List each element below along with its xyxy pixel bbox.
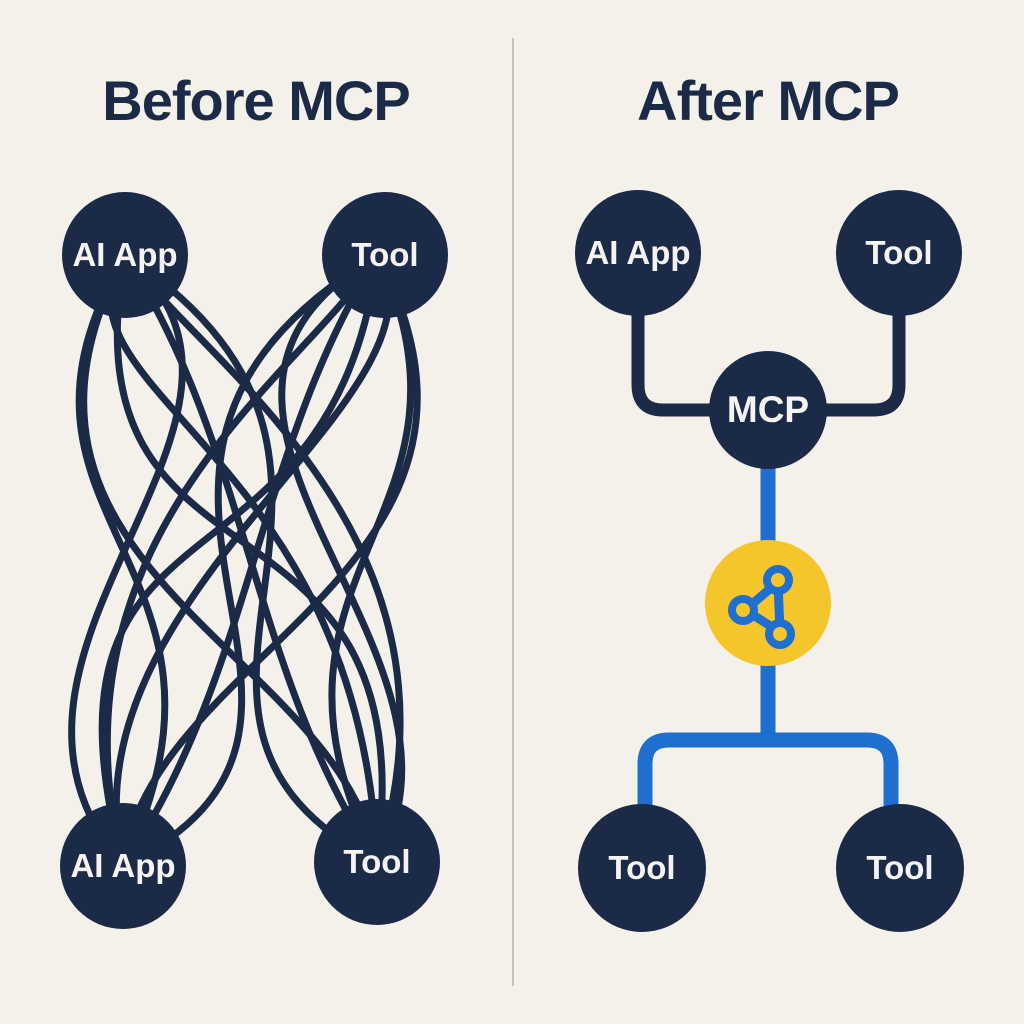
connector-branch-to-tools <box>637 732 899 812</box>
node-label: AI App <box>70 847 176 884</box>
after-node-tool-top: Tool <box>836 190 962 316</box>
node-label: Tool <box>351 236 419 273</box>
node-label: Tool <box>866 849 934 886</box>
share-network-icon <box>728 565 795 649</box>
connector-aiapp-to-mcp <box>631 300 740 417</box>
before-node-tool-top: Tool <box>322 192 448 318</box>
node-label: AI App <box>585 234 691 271</box>
node-label: MCP <box>726 389 810 430</box>
before-node-ai-app-bottom: AI App <box>60 803 186 929</box>
after-node-mcp-hub: MCP <box>709 351 827 469</box>
before-node-ai-app-top: AI App <box>62 192 188 318</box>
panel-divider <box>512 38 514 986</box>
after-mcp-title: After MCP <box>637 69 900 132</box>
before-node-tool-bottom: Tool <box>314 799 440 925</box>
node-label: Tool <box>608 849 676 886</box>
connector-tool-to-mcp <box>796 300 906 417</box>
before-mcp-title: Before MCP <box>102 69 410 132</box>
node-label: Tool <box>343 843 411 880</box>
after-node-tool-bottom-left: Tool <box>578 804 706 932</box>
node-label: Tool <box>865 234 933 271</box>
node-label: AI App <box>72 236 178 273</box>
after-node-ai-app: AI App <box>575 190 701 316</box>
protocol-badge <box>705 540 831 666</box>
after-node-tool-bottom-right: Tool <box>836 804 964 932</box>
